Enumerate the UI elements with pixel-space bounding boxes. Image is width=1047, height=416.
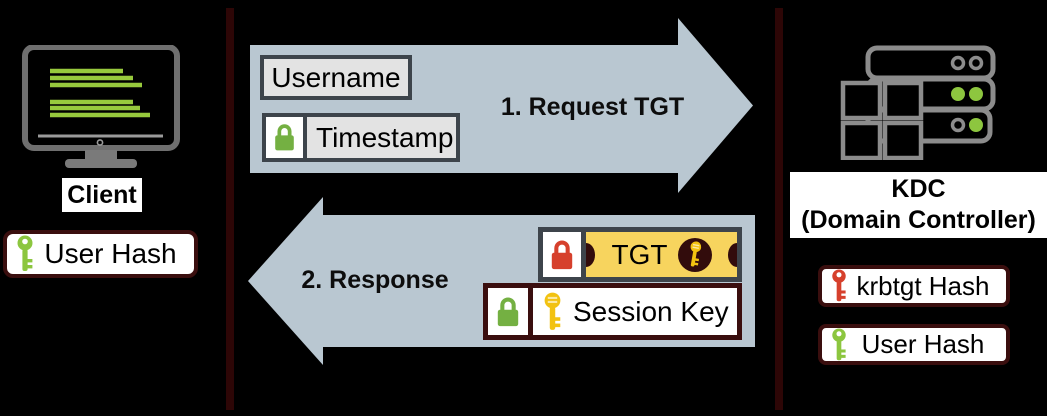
green-lock-icon [497, 297, 519, 326]
green-key-icon [17, 235, 33, 271]
green-lock-icon [275, 124, 294, 151]
divider-left [226, 8, 234, 410]
kdc-server-icon [840, 45, 996, 160]
response-arrow-label: 2. Response [301, 266, 449, 294]
tgt-label: TGT [611, 238, 668, 270]
krbtgt-hash-label: krbtgt Hash [856, 270, 990, 301]
tgt-lock-cell [543, 232, 586, 277]
client-label-text: Client [67, 180, 137, 209]
client-label: Client [62, 178, 142, 212]
red-key-icon [832, 269, 846, 302]
divider-right [775, 8, 783, 410]
request-arrow-label: 1. Request TGT [500, 93, 685, 121]
red-lock-icon [551, 240, 573, 269]
kdc-user-hash-label: User Hash [861, 329, 985, 359]
session-text-cell: Session Key [533, 288, 737, 335]
tgt-key-circle [677, 237, 712, 272]
username-label: Username [271, 61, 401, 93]
client-monitor-icon [22, 45, 180, 168]
client-user-hash-badge: User Hash [3, 230, 198, 278]
username-box: Username [260, 55, 412, 100]
tgt-ticket-box: TGT [538, 227, 742, 282]
krbtgt-hash-badge: krbtgt Hash [818, 265, 1010, 307]
ticket-notch-right [728, 242, 737, 267]
timestamp-lock-cell [266, 117, 307, 158]
client-user-hash-label: User Hash [44, 238, 177, 269]
kdc-subname: (Domain Controller) [801, 206, 1036, 234]
green-key-icon [832, 327, 846, 360]
kdc-user-hash-badge: User Hash [818, 324, 1010, 365]
kdc-label: KDC (Domain Controller) [790, 172, 1047, 238]
timestamp-box: Timestamp [262, 113, 460, 162]
session-key-box: Session Key [483, 283, 742, 340]
kdc-name: KDC [891, 175, 946, 203]
gold-key-icon [544, 292, 561, 330]
tgt-ticket: TGT [586, 232, 737, 277]
timestamp-label: Timestamp [316, 121, 454, 153]
ticket-notch-left [586, 242, 595, 267]
gold-key-icon [690, 241, 702, 267]
session-lock-cell [488, 288, 533, 335]
timestamp-text-cell: Timestamp [307, 117, 456, 158]
session-key-label: Session Key [573, 295, 729, 327]
